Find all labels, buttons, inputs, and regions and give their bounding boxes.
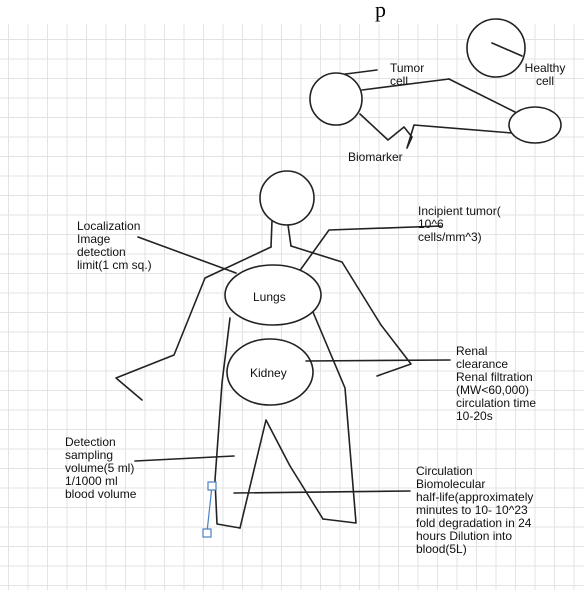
right-torso <box>309 304 357 524</box>
detection-label: Detection sampling volume(5 ml) 1/1000 m… <box>65 435 137 501</box>
healthy-cell-circle[interactable] <box>466 18 526 78</box>
tumor-cell-label: Tumor cell <box>390 61 425 88</box>
circulation-pointer <box>233 490 411 494</box>
localization-label: Localization Image detection limit(1 cm … <box>77 219 152 272</box>
kidney-ellipse[interactable] <box>226 338 314 406</box>
head-circle[interactable] <box>259 170 315 226</box>
localization-pointer <box>137 236 237 274</box>
left-shoulder-arm <box>115 246 272 401</box>
tumor-cell-circle[interactable] <box>309 72 363 126</box>
biomarker-label: Biomarker <box>348 150 403 164</box>
neck-right <box>287 224 292 247</box>
tumor-to-healthy-link <box>361 78 450 91</box>
connector-handle-bottom[interactable] <box>202 528 212 538</box>
incipient-tumor-label: Incipient tumor( 10^6 cells/mm^3) <box>418 204 501 244</box>
lungs-ellipse[interactable] <box>224 264 322 326</box>
healthy-cell-label: Healthy cell <box>524 61 566 88</box>
renal-label: Renal clearance Renal filtration (MW<60,… <box>456 344 537 423</box>
selected-connector[interactable] <box>206 485 213 533</box>
connector-handle-top[interactable] <box>207 481 217 491</box>
heading-text: p <box>375 0 386 22</box>
biomarker-connector <box>359 113 513 149</box>
left-torso <box>214 317 241 529</box>
healthy-cell-pointer-top <box>491 42 523 57</box>
healthy-to-ellipse-link <box>448 78 516 113</box>
renal-pointer <box>305 359 451 362</box>
right-shoulder-arm <box>290 245 412 377</box>
incipient-tumor-pointer <box>295 225 442 277</box>
lungs-label: Lungs <box>253 290 286 304</box>
detection-pointer <box>134 455 235 462</box>
left-leg <box>239 419 324 529</box>
biomarker-ellipse[interactable] <box>508 106 562 144</box>
neck-left <box>270 220 273 248</box>
circulation-label: Circulation Biomolecular half-life(appro… <box>416 464 534 556</box>
kidney-label: Kidney <box>250 366 287 380</box>
